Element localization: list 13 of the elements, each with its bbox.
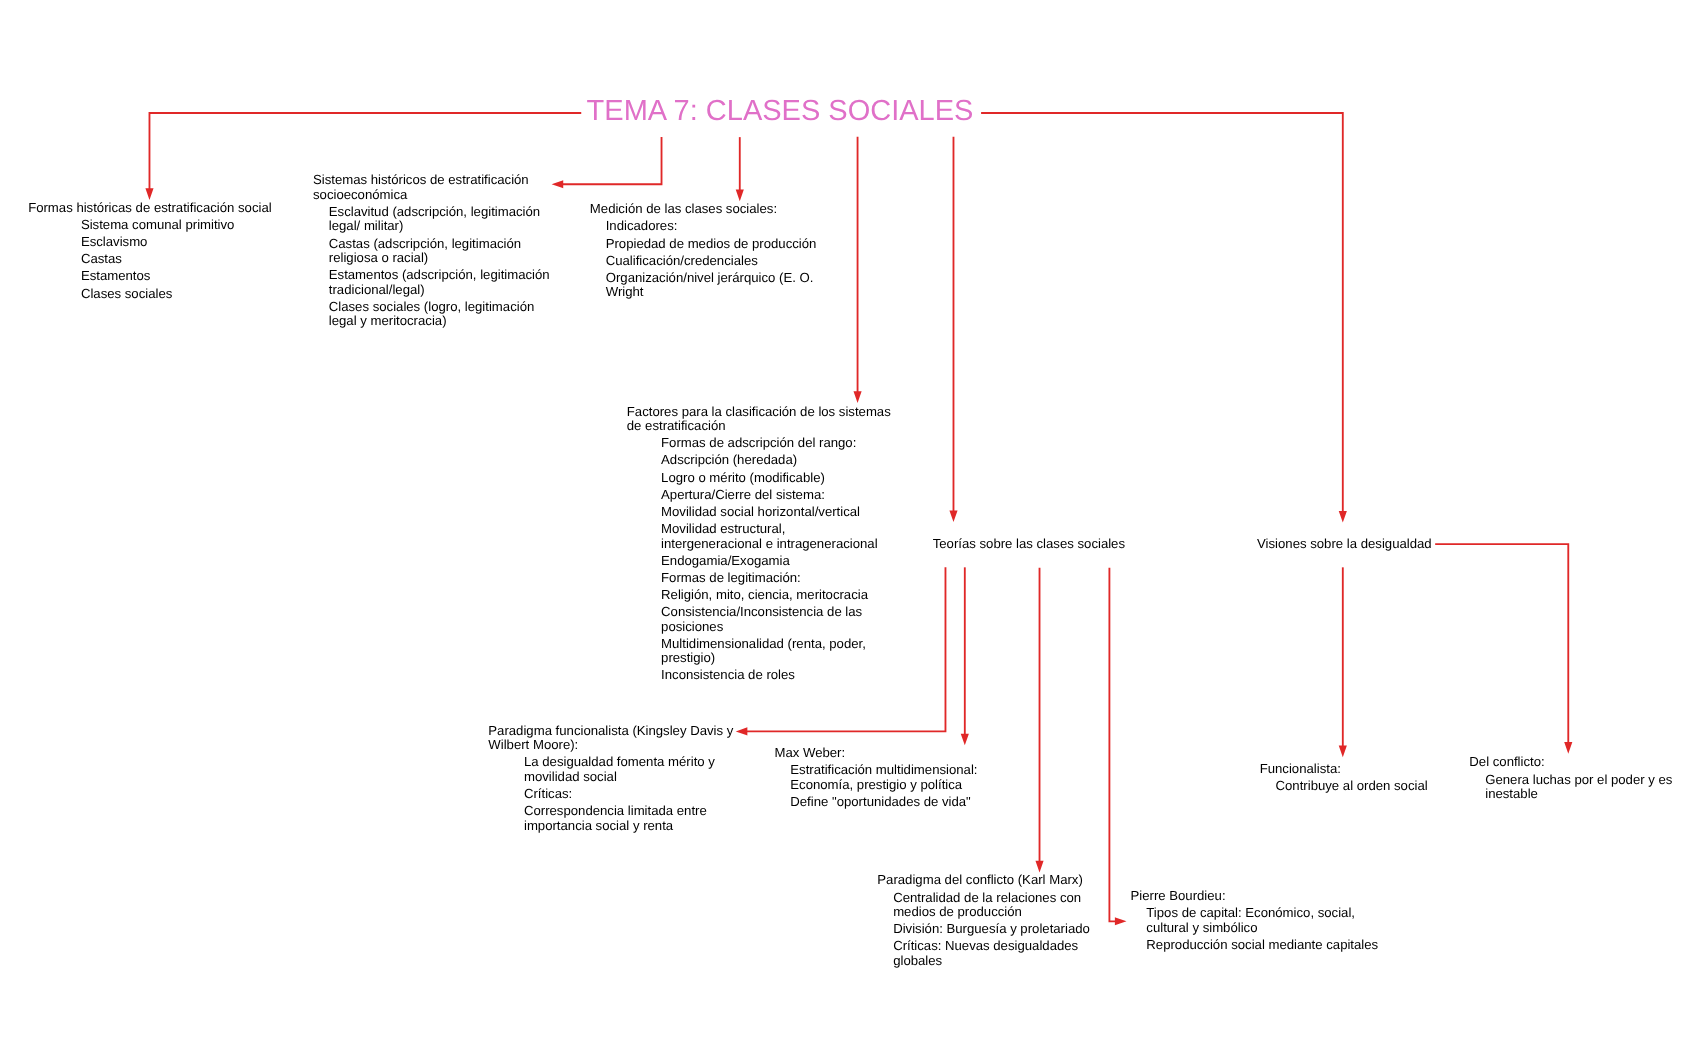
arrow	[145, 111, 583, 199]
arrow	[1338, 565, 1347, 757]
arrow	[1108, 565, 1127, 925]
arrow	[735, 135, 744, 201]
arrow	[949, 134, 958, 522]
arrow	[980, 111, 1347, 522]
arrow	[551, 135, 663, 188]
arrow	[1035, 565, 1044, 872]
arrow	[853, 134, 862, 402]
arrow	[1434, 542, 1573, 753]
arrow	[735, 565, 947, 735]
node-text: TEMA 7: CLASES SOCIALES	[586, 95, 974, 128]
arrow	[960, 565, 969, 745]
